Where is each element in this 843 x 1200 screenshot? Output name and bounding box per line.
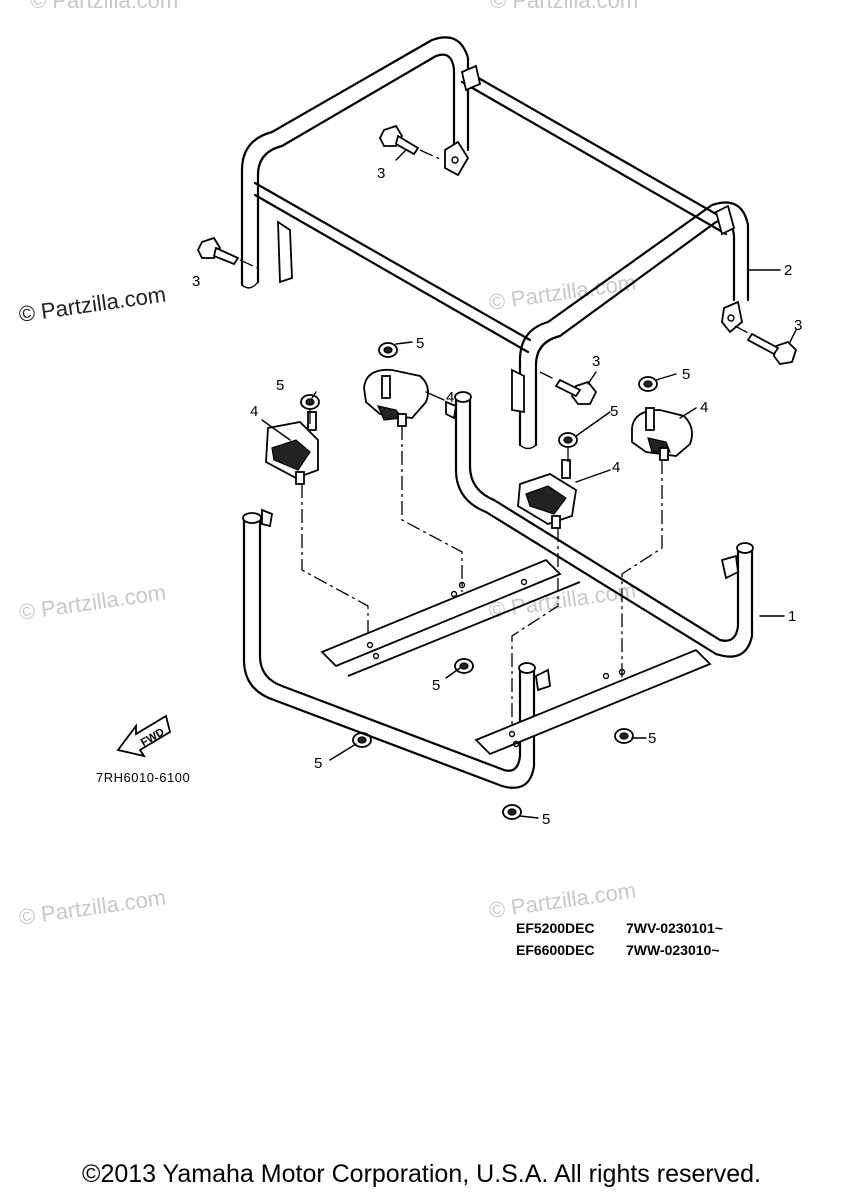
damper [363, 368, 429, 427]
diagram-code: 7RH6010-6100 [96, 770, 191, 785]
applicability-serial: 7WV-0230101~ [626, 920, 723, 936]
callout-nut: 5 [314, 755, 322, 772]
nuts [300, 342, 658, 820]
callout-damper: 4 [612, 459, 620, 476]
nut [614, 728, 634, 744]
bolt [378, 124, 443, 161]
lower-frame [242, 391, 754, 789]
copyright-notice: ©2013 Yamaha Motor Corporation, U.S.A. A… [82, 1160, 761, 1188]
watermark: © Partzilla.com [30, 0, 178, 13]
callout-bolt: 3 [592, 353, 600, 370]
watermark: © Partzilla.com [17, 580, 167, 625]
bolt [196, 236, 263, 271]
nut [558, 432, 578, 448]
callout-bolt: 3 [192, 273, 200, 290]
bolts [196, 124, 798, 405]
callout-damper: 4 [700, 399, 708, 416]
callout-nut: 5 [648, 730, 656, 747]
watermark: © Partzilla.com [17, 885, 167, 930]
callout-nut: 5 [276, 377, 284, 394]
damper [517, 459, 577, 529]
callout-nut: 5 [542, 811, 550, 828]
bolt [734, 325, 798, 365]
nut [378, 342, 398, 358]
nut [638, 376, 658, 392]
callout-frame-upper: 2 [784, 262, 792, 279]
watermark: © Partzilla.com [490, 0, 638, 13]
callout-nut: 5 [416, 335, 424, 352]
callouts: 3 3 2 3 3 5 5 5 5 4 4 4 4 1 5 5 5 5 [192, 165, 802, 828]
nut [502, 804, 522, 820]
callout-frame-lower: 1 [788, 608, 796, 625]
applicability-serial: 7WW-023010~ [626, 942, 720, 958]
dampers [265, 368, 693, 529]
watermark: © Partzilla.com [487, 878, 637, 923]
fwd-arrow: FWD [116, 714, 172, 758]
callout-bolt: 3 [794, 317, 802, 334]
watermark: © Partzilla.com [17, 282, 167, 327]
callout-nut: 5 [682, 366, 690, 383]
nut [454, 658, 474, 674]
upper-frame [240, 36, 750, 450]
callout-bolt: 3 [377, 165, 385, 182]
callout-nut: 5 [610, 403, 618, 420]
callout-nut: 5 [432, 677, 440, 694]
bolt [539, 371, 598, 405]
leader-lines [261, 149, 797, 819]
callout-damper: 4 [446, 389, 454, 406]
nut [300, 394, 320, 410]
watermark: © Partzilla.com [487, 270, 637, 315]
watermarks: © Partzilla.com © Partzilla.com © Partzi… [17, 0, 638, 930]
callout-damper: 4 [250, 403, 258, 420]
damper [265, 411, 319, 485]
assembly-lines [301, 410, 663, 730]
damper [631, 407, 693, 461]
applicability-model: EF5200DEC [516, 920, 595, 936]
applicability-model: EF6600DEC [516, 942, 595, 958]
